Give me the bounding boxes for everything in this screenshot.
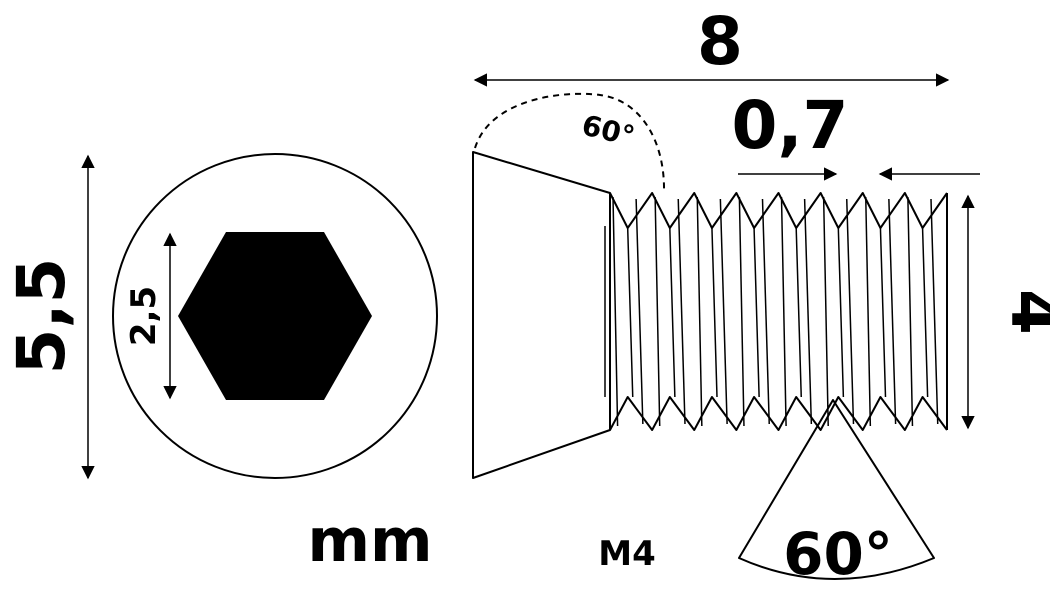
thread-body bbox=[609, 192, 948, 431]
thread-flank-line bbox=[888, 198, 897, 425]
thread-flank-line bbox=[845, 198, 855, 425]
thread-root-line bbox=[711, 227, 718, 398]
thread-flank-line bbox=[677, 198, 686, 425]
thread-flank-line bbox=[803, 198, 813, 425]
thread-flank-line bbox=[930, 198, 939, 425]
countersunk-head bbox=[472, 151, 611, 479]
thread-flank-line bbox=[761, 198, 770, 425]
head-angle-arc bbox=[474, 92, 666, 193]
thread-root-line bbox=[879, 227, 887, 398]
thread-flank-line bbox=[654, 196, 661, 427]
head-end-view: 5,5 2,5 bbox=[3, 153, 438, 480]
thread-flank-line bbox=[738, 196, 745, 427]
thread-designation-label: M4 bbox=[598, 534, 656, 574]
thread-flank-line bbox=[780, 196, 787, 427]
thread-angle-sector bbox=[738, 399, 935, 580]
pitch-label: 0,7 bbox=[732, 87, 849, 164]
length-label: 8 bbox=[697, 3, 743, 80]
thread-root-line bbox=[669, 227, 676, 398]
thread-flank-line bbox=[907, 196, 914, 427]
head-outline-circle bbox=[112, 153, 438, 479]
unit-label: mm bbox=[307, 506, 432, 576]
thread-bottom-profile bbox=[609, 396, 948, 431]
thread-root-line bbox=[753, 227, 760, 398]
head-angle-label: 60° bbox=[579, 108, 638, 153]
screw-side-view: 60° bbox=[472, 92, 948, 479]
thread-flank-line bbox=[696, 196, 703, 427]
thread-root-line bbox=[921, 227, 929, 398]
overall-diameter-label: 5,5 bbox=[3, 258, 80, 375]
thread-root-line bbox=[795, 227, 802, 398]
thread-flank-line bbox=[719, 198, 728, 425]
thread-flank-line bbox=[612, 196, 619, 427]
thread-flank-line bbox=[865, 196, 872, 427]
hex-socket bbox=[178, 232, 372, 400]
thread-angle-label: 60° bbox=[783, 520, 893, 588]
thread-diameter-label: 4 bbox=[996, 289, 1050, 335]
thread-flank-line bbox=[635, 198, 644, 425]
thread-root-line bbox=[626, 227, 634, 398]
thread-top-profile bbox=[609, 192, 948, 229]
thread-root-line bbox=[837, 227, 845, 398]
hex-size-label: 2,5 bbox=[124, 286, 164, 346]
thread-flank-line bbox=[822, 196, 829, 427]
